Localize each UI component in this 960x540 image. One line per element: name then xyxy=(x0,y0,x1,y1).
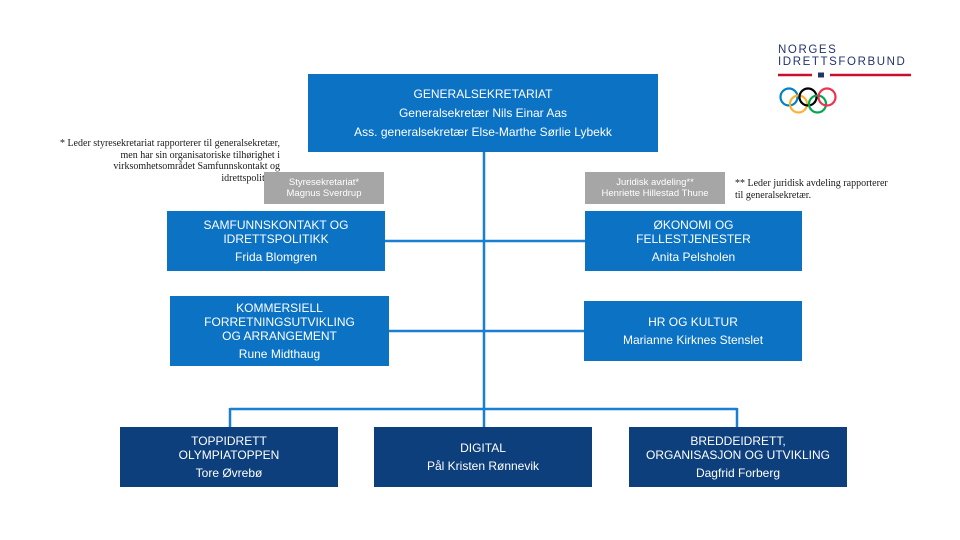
breddeidrett-name: Dagfrid Forberg xyxy=(695,466,781,480)
okonomi-name: Anita Pelsholen xyxy=(651,250,736,264)
hr-box[interactable]: HR OG KULTUR Marianne Kirknes Stenslet xyxy=(584,301,802,361)
styresekretariat-title: Styresekretariat* xyxy=(288,177,360,188)
generalsekretariat-box[interactable]: GENERALSEKRETARIAT Generalsekretær Nils … xyxy=(308,74,658,152)
digital-title: DIGITAL xyxy=(460,441,506,455)
logo-line2: IDRETTSFORBUND xyxy=(778,56,907,68)
samfunnskontakt-title: SAMFUNNSKONTAKT OG IDRETTSPOLITIKK xyxy=(203,218,349,246)
toppidrett-box[interactable]: TOPPIDRETT OLYMPIATOPPEN Tore Øvrebø xyxy=(120,427,338,487)
breddeidrett-title: BREDDEIDRETT, ORGANISASJON OG UTVIKLING xyxy=(645,434,831,462)
samfunnskontakt-box[interactable]: SAMFUNNSKONTAKT OG IDRETTSPOLITIKK Frida… xyxy=(167,211,385,271)
logo-line1: NORGES xyxy=(778,44,838,56)
juridisk-name: Henriette Hillestad Thune xyxy=(601,188,709,199)
generalsekretariat-title: GENERALSEKRETARIAT xyxy=(413,87,553,101)
hr-title: HR OG KULTUR xyxy=(648,315,738,329)
okonomi-title: ØKONOMI OG FELLESTJENESTER xyxy=(636,218,751,246)
olympic-rings-icon xyxy=(778,72,911,114)
juridisk-title: Juridisk avdeling** xyxy=(616,177,694,188)
breddeidrett-box[interactable]: BREDDEIDRETT, ORGANISASJON OG UTVIKLING … xyxy=(629,427,847,487)
styresekretariat-box[interactable]: Styresekretariat* Magnus Sverdrup xyxy=(264,172,384,204)
generalsekretar-name: Generalsekretær Nils Einar Aas xyxy=(398,106,568,120)
ass-generalsekretar-name: Ass. generalsekretær Else-Marthe Sørlie … xyxy=(354,125,612,139)
toppidrett-title: TOPPIDRETT OLYMPIATOPPEN xyxy=(178,434,280,462)
nif-logo: NORGES IDRETTSFORBUND xyxy=(778,44,918,116)
samfunnskontakt-name: Frida Blomgren xyxy=(234,250,318,264)
kommersiell-title: KOMMERSIELL FORRETNINGSUTVIKLING OG ARRA… xyxy=(204,301,355,343)
toppidrett-name: Tore Øvrebø xyxy=(195,466,263,480)
okonomi-box[interactable]: ØKONOMI OG FELLESTJENESTER Anita Pelshol… xyxy=(585,211,802,271)
digital-name: Pål Kristen Rønnevik xyxy=(426,459,540,473)
kommersiell-name: Rune Midthaug xyxy=(238,347,321,361)
juridisk-note: ** Leder juridisk avdeling rapporterer t… xyxy=(735,178,888,201)
hr-name: Marianne Kirknes Stenslet xyxy=(622,333,764,347)
styresekretariat-note: * Leder styresekretariat rapporterer til… xyxy=(59,138,280,184)
juridisk-box[interactable]: Juridisk avdeling** Henriette Hillestad … xyxy=(585,172,725,204)
kommersiell-box[interactable]: KOMMERSIELL FORRETNINGSUTVIKLING OG ARRA… xyxy=(170,296,389,366)
styresekretariat-name: Magnus Sverdrup xyxy=(286,188,362,199)
digital-box[interactable]: DIGITAL Pål Kristen Rønnevik xyxy=(374,427,592,487)
